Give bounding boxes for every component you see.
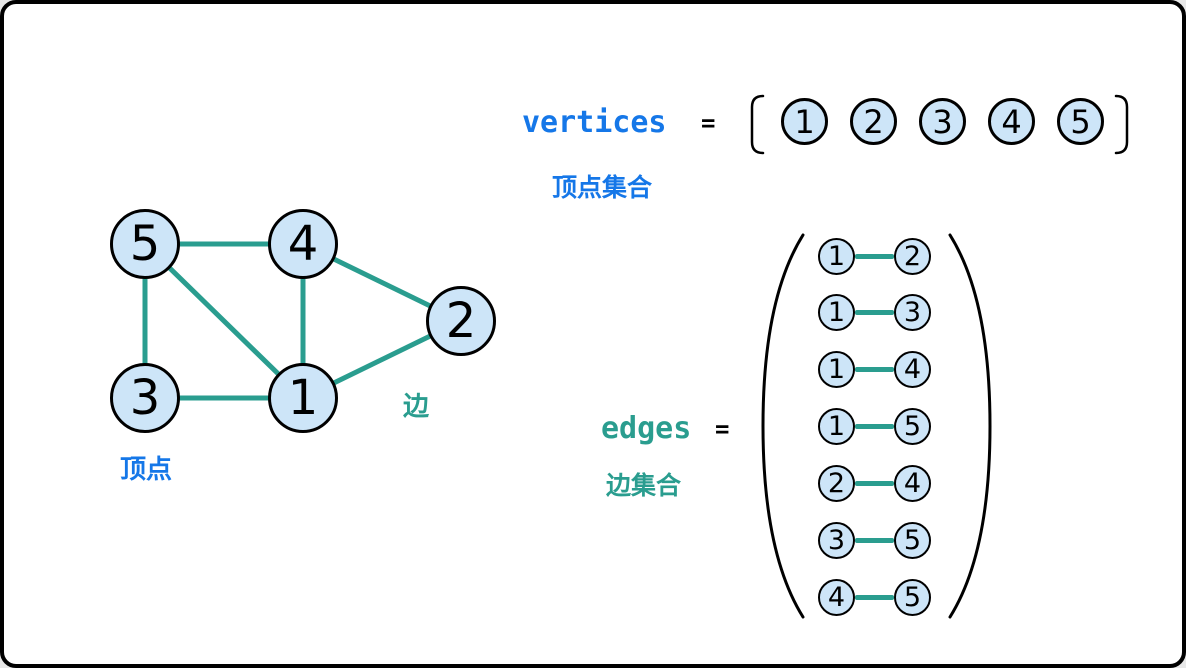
vertices-bracket-right [1114,94,1129,155]
vertex-chip-5: 5 [1057,98,1104,145]
edges-caption: 边集合 [606,471,682,500]
pair-node: 5 [894,408,931,445]
graph-node-3: 3 [110,363,180,433]
vertices-bracket-left [750,94,765,155]
edge-pair-row-1-3: 1 3 [818,294,931,331]
edge-pair-row-1-2: 1 2 [818,238,931,275]
vertex-chip-2: 2 [850,98,897,145]
edge-pair-row-2-4: 2 4 [818,465,931,502]
pair-node: 5 [894,579,931,616]
vertex-chip-4: 4 [988,98,1035,145]
pair-connector-line [855,254,894,259]
graph-node-2: 2 [426,286,496,356]
pair-node: 4 [894,465,931,502]
edges-keyword: edges [601,411,692,446]
pair-connector-line [855,367,894,372]
pair-node: 3 [894,294,931,331]
pair-connector-line [855,595,894,600]
pair-node: 1 [818,408,855,445]
pair-node: 3 [818,522,855,559]
pair-node: 1 [818,351,855,388]
vertex-chip-3: 3 [919,98,966,145]
pair-connector-line [855,424,894,429]
vertex-annotation-label: 顶点 [119,455,173,485]
graph-node-1: 1 [268,363,338,433]
edges-paren-right [948,233,992,619]
pair-connector-line [855,481,894,486]
vertices-keyword: vertices [522,105,667,140]
edges-paren-left [761,233,805,619]
vertex-chip-1: 1 [781,98,828,145]
edge-pair-row-1-4: 1 4 [818,351,931,388]
pair-node: 4 [818,579,855,616]
pair-node: 1 [818,294,855,331]
pair-node: 4 [894,351,931,388]
edge-pair-row-4-5: 4 5 [818,579,931,616]
pair-connector-line [855,538,894,543]
pair-connector-line [855,310,894,315]
pair-node: 1 [818,238,855,275]
vertices-equals-sign: = [701,109,716,137]
pair-node: 2 [894,238,931,275]
edges-equals-sign: = [715,415,730,443]
edge-annotation-label: 边 [402,392,430,422]
pair-node: 2 [818,465,855,502]
pair-node: 5 [894,522,931,559]
vertices-caption: 顶点集合 [552,173,653,202]
graph-node-4: 4 [268,209,338,279]
graph-node-5: 5 [110,209,180,279]
vertex-set-list: 1 2 3 4 5 [781,98,1104,145]
edge-pair-row-1-5: 1 5 [818,408,931,445]
edge-pair-row-3-5: 3 5 [818,522,931,559]
